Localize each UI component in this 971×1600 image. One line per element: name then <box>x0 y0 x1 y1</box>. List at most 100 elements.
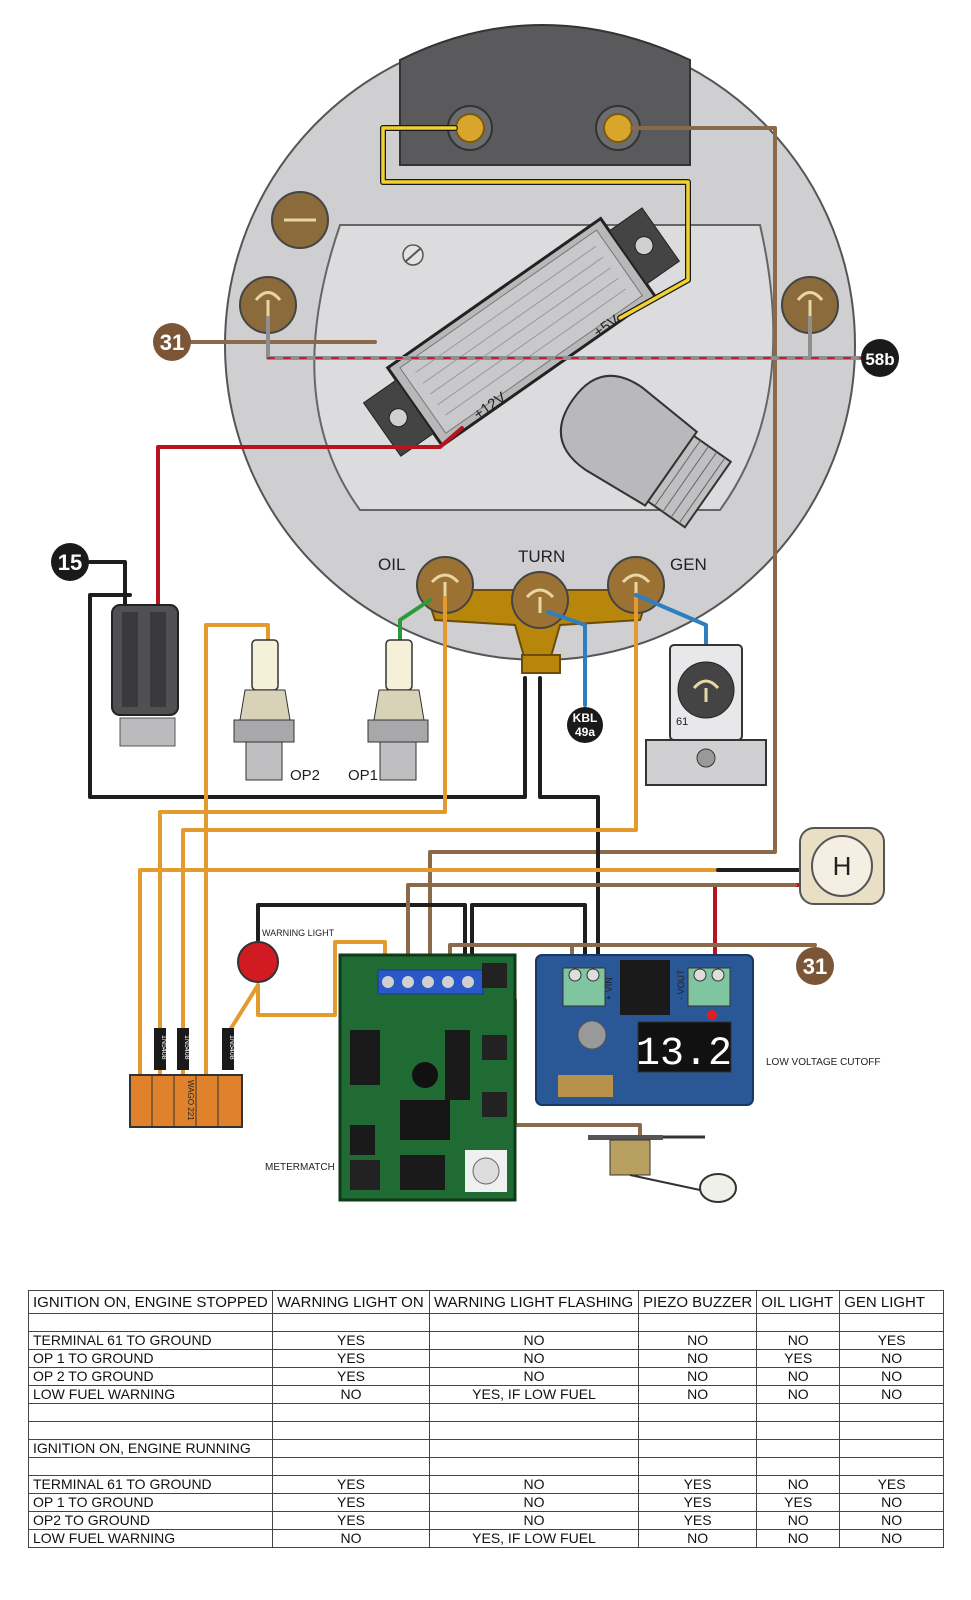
table-header-cell: IGNITION ON, ENGINE STOPPED <box>28 1290 273 1314</box>
table-cell: NO <box>637 1349 758 1368</box>
table-cell: NO <box>429 1511 639 1530</box>
table-cell <box>28 1313 273 1332</box>
badge-15: 15 <box>51 543 89 581</box>
svg-text:15: 15 <box>58 550 82 575</box>
wire-orange-gen <box>181 596 638 1077</box>
table-cell <box>429 1439 639 1458</box>
low-voltage-cutoff-module: 13.2 <box>535 954 754 1106</box>
table-cell: YES <box>637 1475 758 1494</box>
table-cell: OP 1 TO GROUND <box>28 1349 273 1368</box>
table-cell: YES <box>272 1331 430 1350</box>
table-cell: OP2 TO GROUND <box>28 1511 273 1530</box>
bulb-icon <box>559 374 733 529</box>
badge-kbl-49a: KBL 49a <box>567 707 603 743</box>
generator-relay <box>645 644 767 786</box>
table-cell: YES, IF LOW FUEL <box>429 1529 639 1548</box>
table-cell <box>637 1421 758 1440</box>
table-row <box>28 1457 944 1476</box>
table-cell: YES <box>756 1493 841 1512</box>
table-cell: YES <box>637 1511 758 1530</box>
horn-label: H <box>833 851 852 881</box>
badge-58b: 58b <box>861 339 899 377</box>
table-cell <box>756 1421 841 1440</box>
table-header-row: IGNITION ON, ENGINE STOPPED WARNING LIGH… <box>28 1290 944 1314</box>
table-cell: NO <box>429 1349 639 1368</box>
op1-label: OP1 <box>348 767 378 784</box>
table-cell: OP 1 TO GROUND <box>28 1493 273 1512</box>
wiring-diagram: +5V +12V OIL TURN GEN <box>51 24 899 1203</box>
metermatch-board <box>338 953 517 1202</box>
oil-pressure-switch-op1 <box>367 639 429 781</box>
table-cell <box>272 1457 430 1476</box>
wire-blue-kbl <box>546 610 587 707</box>
table-cell <box>637 1403 758 1422</box>
fuel-sender <box>588 1135 737 1203</box>
wire-black-pcb <box>256 903 587 972</box>
table-cell: NO <box>429 1367 639 1386</box>
table-cell: YES <box>839 1331 944 1350</box>
warning-light <box>237 941 279 983</box>
table-header-cell: WARNING LIGHT ON <box>272 1290 430 1314</box>
diode-label-2: 1N5408 <box>183 1035 190 1060</box>
table-cell <box>637 1439 758 1458</box>
table-cell: NO <box>839 1511 944 1530</box>
wago-label: WAGO 221 <box>186 1080 195 1121</box>
oil-label: OIL <box>378 555 405 574</box>
table-cell: NO <box>839 1529 944 1548</box>
table-cell <box>429 1313 639 1332</box>
table-cell: YES <box>272 1511 430 1530</box>
warning-light-label: WARNING LIGHT <box>262 928 335 938</box>
table-cell: NO <box>637 1529 758 1548</box>
wire-red-12v <box>156 426 464 622</box>
wire-green-op1 <box>398 598 432 642</box>
table-cell <box>429 1403 639 1422</box>
voltage-regulator <box>362 207 681 457</box>
table-cell: TERMINAL 61 TO GROUND <box>28 1475 273 1494</box>
table-cell: NO <box>272 1529 430 1548</box>
table-cell: NO <box>756 1475 841 1494</box>
badge-31-right: 31 <box>796 947 834 985</box>
badge-31-left: 31 <box>153 323 191 361</box>
table-cell <box>637 1313 758 1332</box>
table-cell: NO <box>756 1529 841 1548</box>
diode-3 <box>222 1028 234 1070</box>
table-cell: OP 2 TO GROUND <box>28 1367 273 1386</box>
table-cell: NO <box>756 1511 841 1530</box>
table-header-cell: GEN LIGHT <box>839 1290 944 1314</box>
table-row <box>28 1403 944 1422</box>
table-cell <box>272 1439 430 1458</box>
table-cell: YES <box>272 1475 430 1494</box>
wire-orange-oil <box>158 596 447 1077</box>
table-cell: NO <box>756 1385 841 1404</box>
table-header-cell: OIL LIGHT <box>756 1290 841 1314</box>
gen-relay-terminal-label: 61 <box>676 716 688 728</box>
table-cell: IGNITION ON, ENGINE RUNNING <box>28 1439 273 1458</box>
table-row: IGNITION ON, ENGINE RUNNING <box>28 1439 944 1458</box>
terminal-top-right <box>595 105 641 151</box>
vout-label: - VOUT <box>676 969 686 1000</box>
svg-text:31: 31 <box>160 330 184 355</box>
horn: H <box>799 827 885 905</box>
terminal-top-left <box>447 105 493 151</box>
table-cell: YES <box>272 1349 430 1368</box>
table-cell <box>429 1421 639 1440</box>
svg-text:KBL: KBL <box>573 711 598 725</box>
table-cell <box>756 1313 841 1332</box>
svg-text:31: 31 <box>803 954 827 979</box>
wire-orange-op2 <box>204 623 270 1077</box>
table-cell <box>839 1421 944 1440</box>
table-cell: NO <box>756 1331 841 1350</box>
oil-pressure-switch-op2 <box>233 639 295 781</box>
table-cell: NO <box>429 1493 639 1512</box>
table-cell: NO <box>839 1385 944 1404</box>
table-cell <box>28 1457 273 1476</box>
table-cell: YES, IF LOW FUEL <box>429 1385 639 1404</box>
table-cell: LOW FUEL WARNING <box>28 1529 273 1548</box>
gen-label: GEN <box>670 555 707 574</box>
